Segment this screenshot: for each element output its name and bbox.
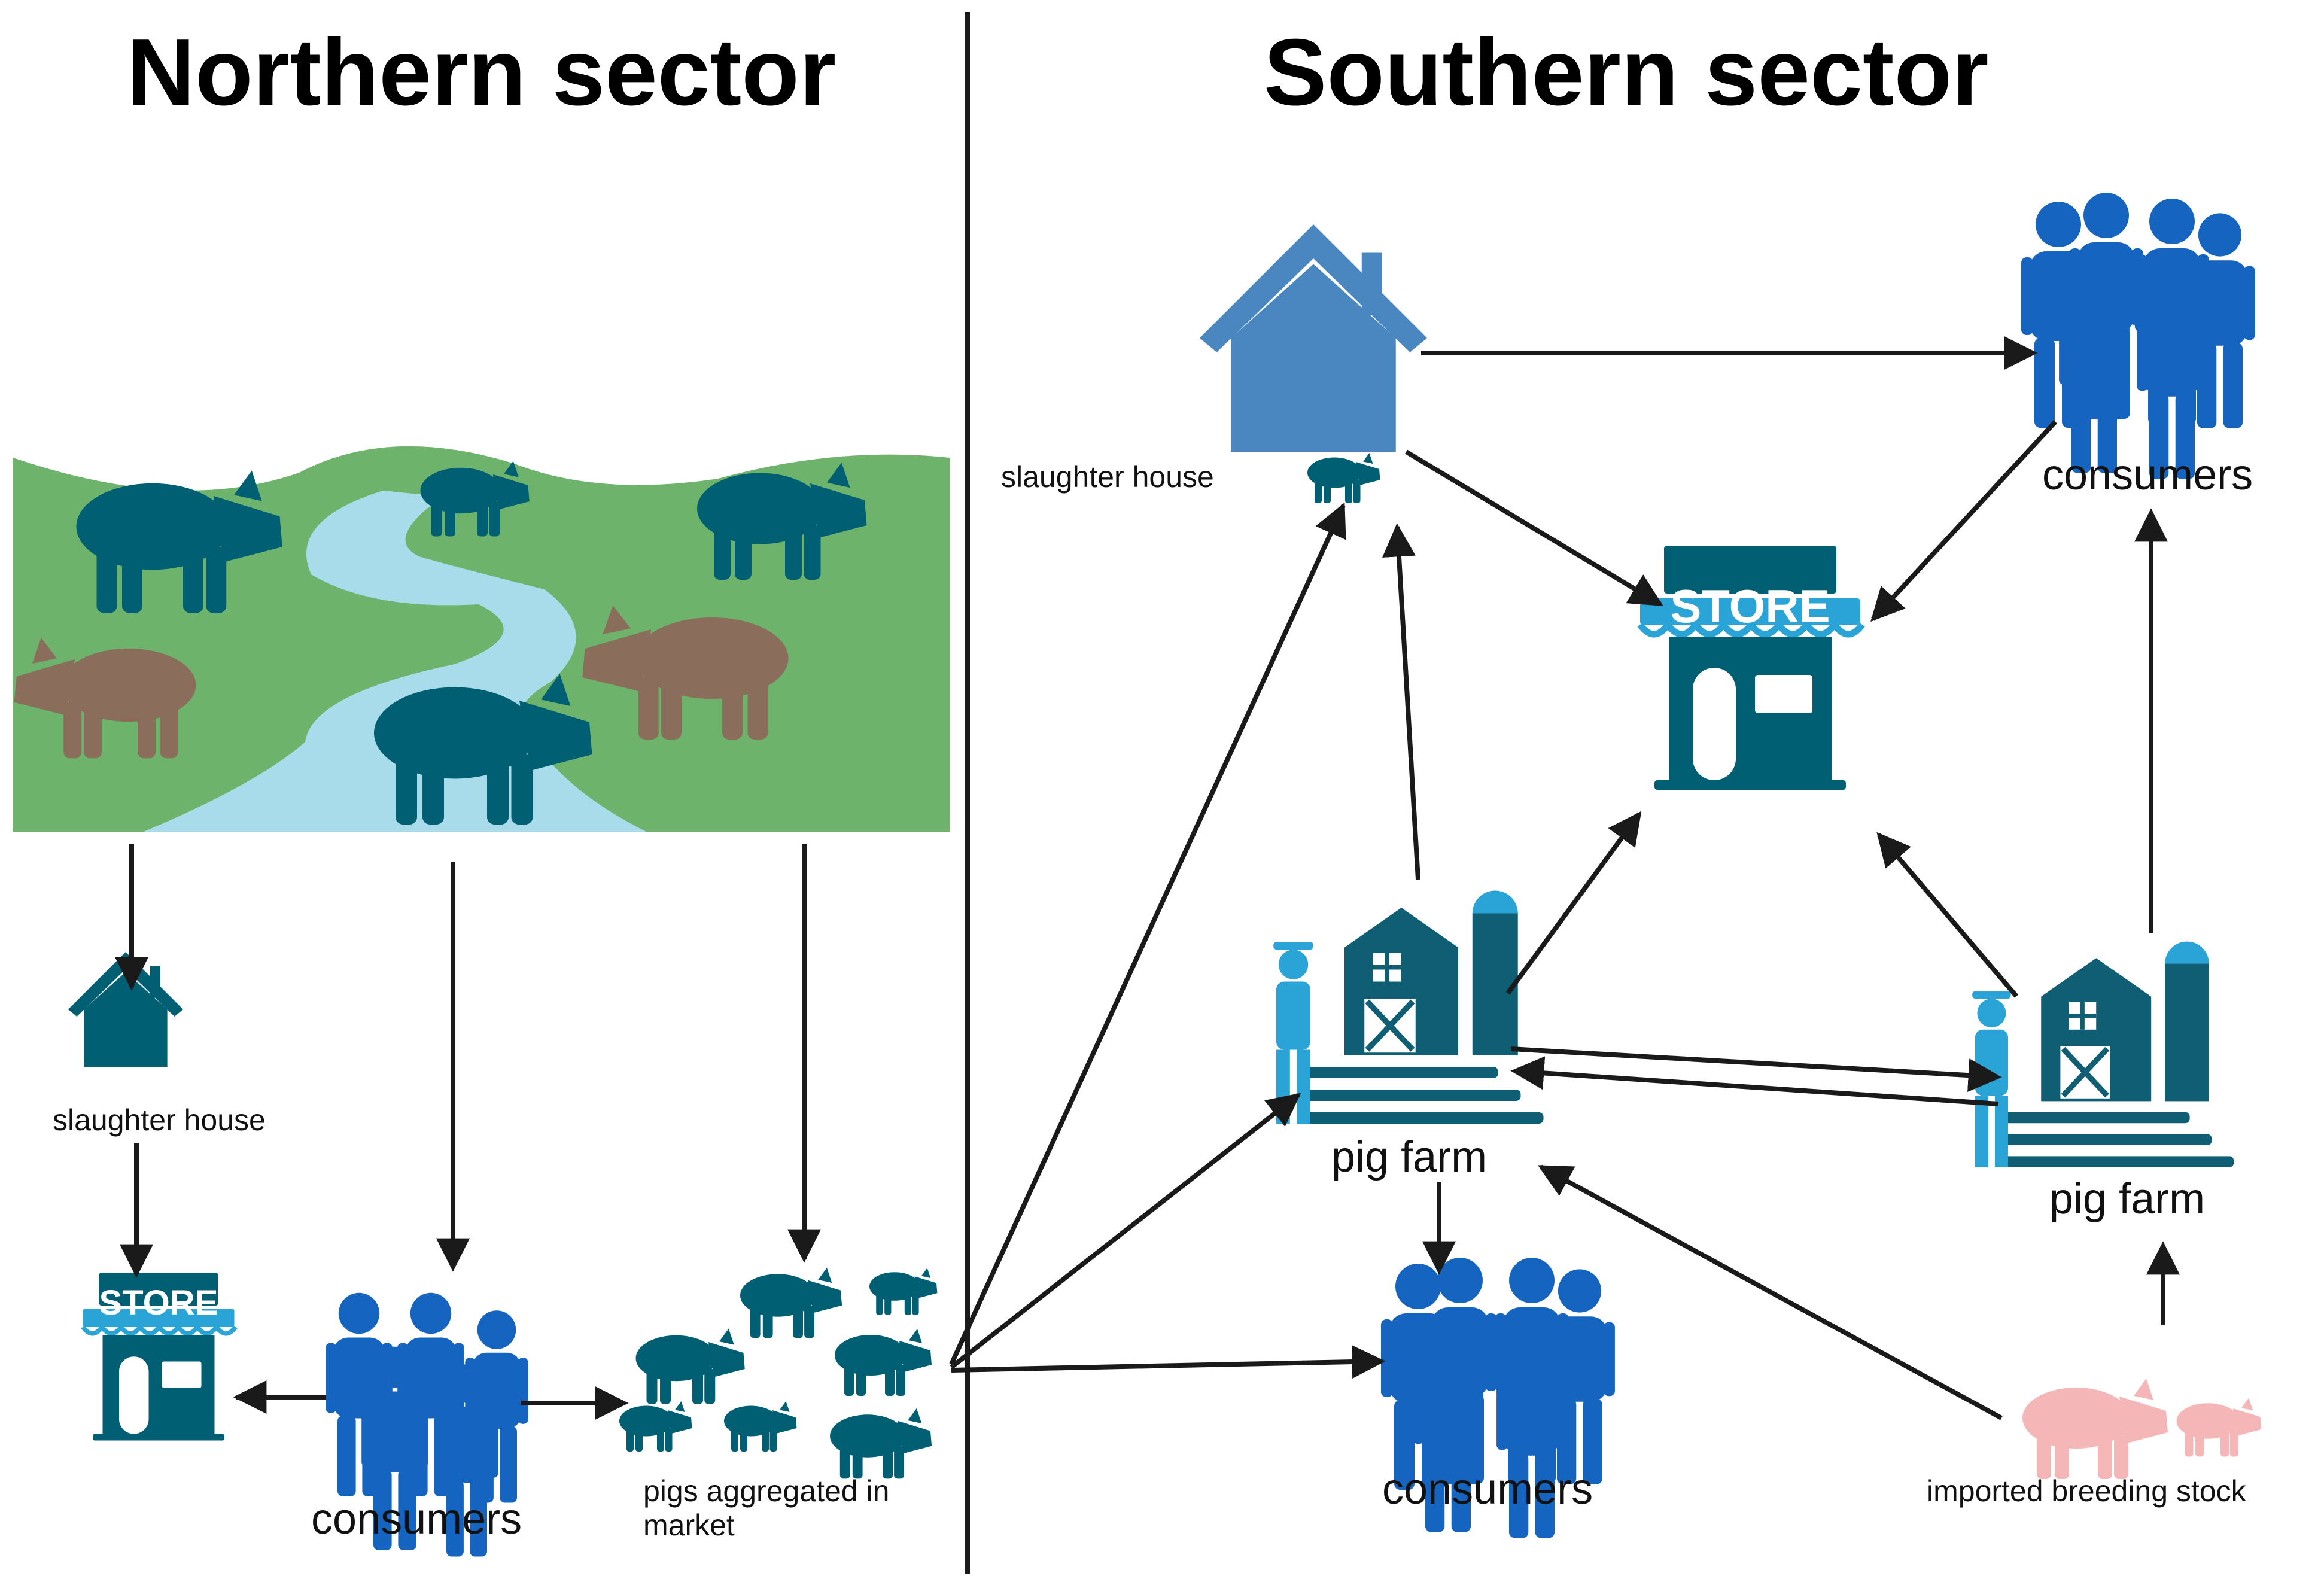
northern-flow-arrows <box>115 844 821 1420</box>
pig-farm-right-label: pig farm <box>2049 1175 2206 1223</box>
imported-breeding-stock-label: imported breeding stock <box>1927 1474 2246 1508</box>
pig-farm-left-label: pig farm <box>1331 1133 1488 1181</box>
arrow <box>1404 449 1663 607</box>
arrow <box>1870 420 2057 622</box>
pig-icon <box>2173 1398 2262 1457</box>
market-label-line1: pigs aggregated in <box>643 1474 890 1508</box>
pig-icon <box>825 1408 932 1479</box>
arrow <box>950 1093 1301 1370</box>
arrow <box>951 1345 1386 1379</box>
pig-icon <box>1304 453 1380 503</box>
pig-icon <box>735 1267 842 1338</box>
arrow <box>1382 523 1420 880</box>
pig-icon <box>631 1328 745 1404</box>
store-sign-label: STORE <box>1670 580 1830 632</box>
northern-slaughter-house-label: slaughter house <box>53 1103 266 1137</box>
arrow <box>1510 1056 1999 1106</box>
southern-slaughter-house-label: slaughter house <box>1001 460 1214 494</box>
house-icon <box>68 952 183 1067</box>
pig-farm-icon <box>1972 942 2234 1167</box>
landscape-illustration <box>13 446 950 832</box>
arrow <box>949 502 1346 1365</box>
pig-icon <box>2016 1379 2168 1479</box>
southern-consumers-top-label: consumers <box>2042 451 2253 499</box>
arrow <box>1538 1164 2003 1420</box>
arrow <box>1876 832 2019 998</box>
southern-flow-arrows <box>949 336 2180 1420</box>
imported-breeding-pigs-icon <box>2016 1379 2262 1479</box>
pig-icon <box>720 1401 797 1452</box>
southern-consumers-bottom-label: consumers <box>1382 1465 1593 1513</box>
store-sign-label: STORE <box>99 1283 218 1322</box>
northern-sector-title: Northern sector <box>127 20 836 125</box>
pig-icon <box>830 1329 932 1396</box>
pig-icon <box>866 1268 938 1315</box>
pig-farm-icon <box>1273 891 1543 1124</box>
arrow <box>1505 811 1642 995</box>
southern-sector-title: Southern sector <box>1264 20 1989 125</box>
house-icon <box>1200 224 1427 452</box>
arrow <box>1510 1046 2002 1093</box>
market-pigs-icon <box>616 1267 938 1479</box>
pig-icon <box>616 1401 692 1452</box>
market-label-line2: market <box>643 1508 735 1542</box>
northern-consumers-label: consumers <box>311 1495 522 1543</box>
consumers-top-icon <box>2021 193 2255 479</box>
